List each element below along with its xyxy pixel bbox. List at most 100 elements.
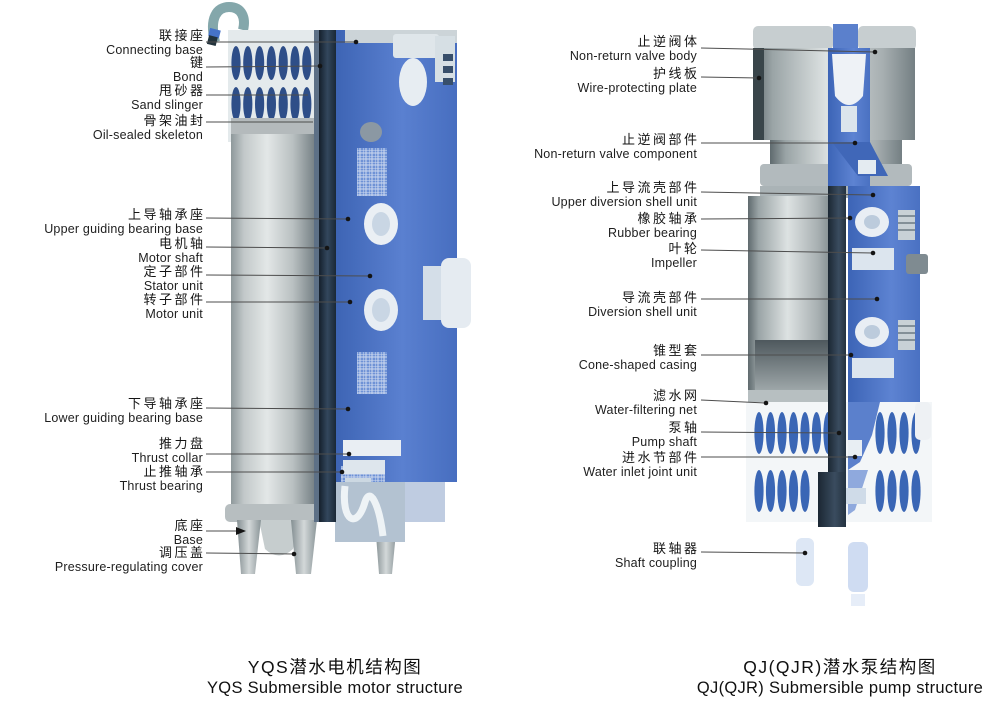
right-caption: QJ(QJR)潜水泵结构图 QJ(QJR) Submersible pump s… — [655, 657, 1008, 698]
left-caption: YQS潜水电机结构图 YQS Submersible motor structu… — [130, 657, 540, 698]
label-upper-diversion-shell-unit: 上导流壳部件 Upper diversion shell unit — [551, 180, 697, 208]
label-connecting-base: 联接座 Connecting base — [106, 28, 203, 56]
label-en: Water inlet joint unit — [583, 465, 697, 479]
label-en: Lower guiding bearing base — [44, 411, 203, 425]
label-en: Rubber bearing — [608, 226, 697, 240]
label-zh: 叶轮 — [668, 241, 700, 256]
label-zh: 止逆阀部件 — [621, 132, 700, 147]
cone-shaped-casing-part — [755, 340, 835, 393]
valve-cone-part — [832, 54, 866, 105]
label-pressure-regulating-cover: 调压盖 Pressure-regulating cover — [55, 545, 203, 573]
label-en: Pressure-regulating cover — [54, 560, 203, 574]
thrust-bearing-part — [343, 460, 385, 474]
label-en: Bond — [173, 70, 203, 84]
motor-shaft-strip — [314, 30, 336, 522]
label-zh: 导流壳部件 — [621, 290, 700, 305]
label-en: Non-return valve component — [534, 147, 697, 161]
label-sand-slinger: 甩砂器 Sand slinger — [131, 83, 203, 111]
motor-section-interior — [335, 30, 471, 542]
label-zh: 上导流壳部件 — [606, 180, 700, 195]
label-base: 底座 Base — [174, 518, 203, 546]
label-thrust-bearing: 止推轴承 Thrust bearing — [120, 464, 203, 492]
label-zh: 定子部件 — [143, 264, 206, 279]
label-wire-protecting-plate: 护线板 Wire-protecting plate — [577, 66, 697, 94]
label-thrust-collar: 推力盘 Thrust collar — [132, 436, 203, 464]
label-zh: 止逆阀体 — [637, 34, 700, 49]
label-en: Water-filtering net — [595, 403, 697, 417]
label-impeller: 叶轮 Impeller — [651, 241, 697, 269]
label-non-return-valve-body: 止逆阀体 Non-return valve body — [570, 34, 697, 62]
label-lower-guiding-bearing-base: 下导轴承座 Lower guiding bearing base — [44, 396, 203, 424]
label-en: Sand slinger — [131, 98, 203, 112]
left-caption-zh: YQS潜水电机结构图 — [247, 657, 423, 677]
label-zh: 联轴器 — [652, 541, 700, 556]
label-zh: 护线板 — [652, 66, 700, 81]
label-en: Thrust bearing — [119, 479, 203, 493]
label-zh: 推力盘 — [158, 436, 206, 451]
label-zh: 键 — [189, 55, 206, 70]
label-zh: 下导轴承座 — [127, 396, 206, 411]
label-en: Oil-sealed skeleton — [92, 128, 203, 142]
label-zh: 锥型套 — [652, 343, 700, 358]
non-return-valve-body — [753, 24, 916, 188]
stator-housing-cylinder — [231, 134, 317, 506]
right-caption-zh: QJ(QJR)潜水泵结构图 — [743, 657, 937, 677]
label-cone-shaped-casing: 锥型套 Cone-shaped casing — [579, 343, 697, 371]
label-zh: 进水节部件 — [621, 450, 700, 465]
label-zh: 滤水网 — [652, 388, 700, 403]
label-upper-guiding-bearing-base: 上导轴承座 Upper guiding bearing base — [44, 207, 203, 235]
label-zh: 电机轴 — [158, 236, 206, 251]
label-pump-shaft: 泵轴 Pump shaft — [632, 420, 697, 448]
label-stator-unit: 定子部件 Stator unit — [143, 264, 203, 292]
label-zh: 泵轴 — [668, 420, 700, 435]
label-zh: 底座 — [174, 518, 206, 533]
label-zh: 转子部件 — [143, 292, 206, 307]
pressure-regulating-cover-part — [259, 520, 299, 556]
label-en: Impeller — [650, 256, 697, 270]
lifting-hook — [206, 1, 249, 47]
label-en: Wire-protecting plate — [577, 81, 697, 95]
right-caption-en: QJ(QJR) Submersible pump structure — [696, 679, 984, 697]
label-motor-unit: 转子部件 Motor unit — [143, 292, 203, 320]
label-zh: 调压盖 — [158, 545, 206, 560]
label-rubber-bearing: 橡胶轴承 Rubber bearing — [608, 211, 697, 239]
label-diversion-shell-unit: 导流壳部件 Diversion shell unit — [588, 290, 697, 318]
label-zh: 橡胶轴承 — [637, 211, 700, 226]
wire-protecting-plate-part — [753, 48, 764, 140]
label-en: Stator unit — [143, 279, 203, 293]
motor-coil-windings — [231, 46, 312, 121]
label-non-return-valve-component: 止逆阀部件 Non-return valve component — [534, 132, 697, 160]
label-oil-sealed-skeleton: 骨架油封 Oil-sealed skeleton — [93, 113, 203, 141]
label-en: Cone-shaped casing — [578, 358, 697, 372]
label-zh: 止推轴承 — [143, 464, 206, 479]
rubber-bearing-part — [852, 248, 894, 270]
label-en: Shaft coupling — [614, 556, 697, 570]
label-en: Diversion shell unit — [588, 305, 697, 319]
label-motor-shaft: 电机轴 Motor shaft — [138, 236, 203, 264]
label-en: Thrust collar — [131, 451, 203, 465]
thrust-collar-part — [343, 440, 401, 456]
label-en: Motor unit — [145, 307, 203, 321]
label-water-filtering-net: 滤水网 Water-filtering net — [595, 388, 697, 416]
label-water-inlet-joint-unit: 进水节部件 Water inlet joint unit — [583, 450, 697, 478]
pump-shaft — [818, 186, 846, 527]
label-en: Connecting base — [106, 43, 203, 57]
label-en: Pump shaft — [631, 435, 697, 449]
oil-seal-ring — [231, 118, 327, 136]
label-en: Upper guiding bearing base — [44, 222, 203, 236]
label-shaft-coupling: 联轴器 Shaft coupling — [615, 541, 697, 569]
label-en: Non-return valve body — [569, 49, 697, 63]
pump-cutaway-diagram — [746, 24, 932, 606]
label-bond: 键 Bond — [173, 55, 203, 83]
label-en: Motor shaft — [138, 251, 203, 265]
label-zh: 联接座 — [158, 28, 206, 43]
label-en: Base — [173, 533, 203, 547]
label-zh: 上导轴承座 — [127, 207, 206, 222]
pump-stage-upper — [748, 186, 928, 298]
label-zh: 甩砂器 — [158, 83, 206, 98]
label-zh: 骨架油封 — [143, 113, 206, 128]
shaft-coupling-part — [796, 538, 868, 606]
left-caption-en: YQS Submersible motor structure — [207, 679, 463, 697]
label-en: Upper diversion shell unit — [551, 195, 697, 209]
